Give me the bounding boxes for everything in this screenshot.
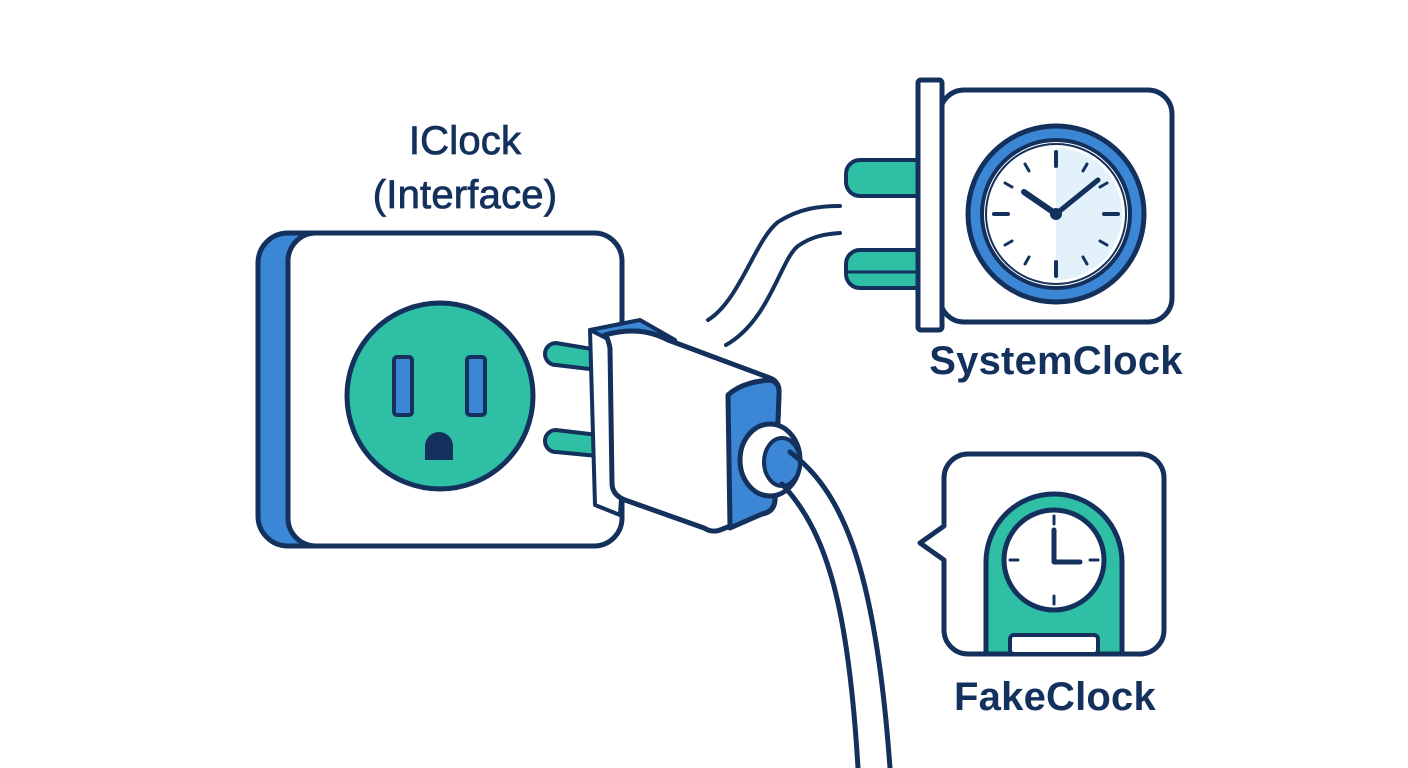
- interface-kind: (Interface): [372, 173, 558, 218]
- interface-name: IClock: [408, 119, 522, 164]
- fake-clock-label: FakeClock: [954, 675, 1156, 719]
- analog-clock-icon: [844, 77, 1175, 333]
- wall-outlet-icon: [255, 230, 625, 549]
- cord: [779, 449, 893, 768]
- interface-label: IClock (Interface): [340, 114, 590, 222]
- plug-icon: [543, 318, 803, 534]
- toy-clock-icon: [917, 451, 1167, 657]
- connection-wires: [706, 204, 842, 347]
- system-clock-label: SystemClock: [929, 339, 1183, 383]
